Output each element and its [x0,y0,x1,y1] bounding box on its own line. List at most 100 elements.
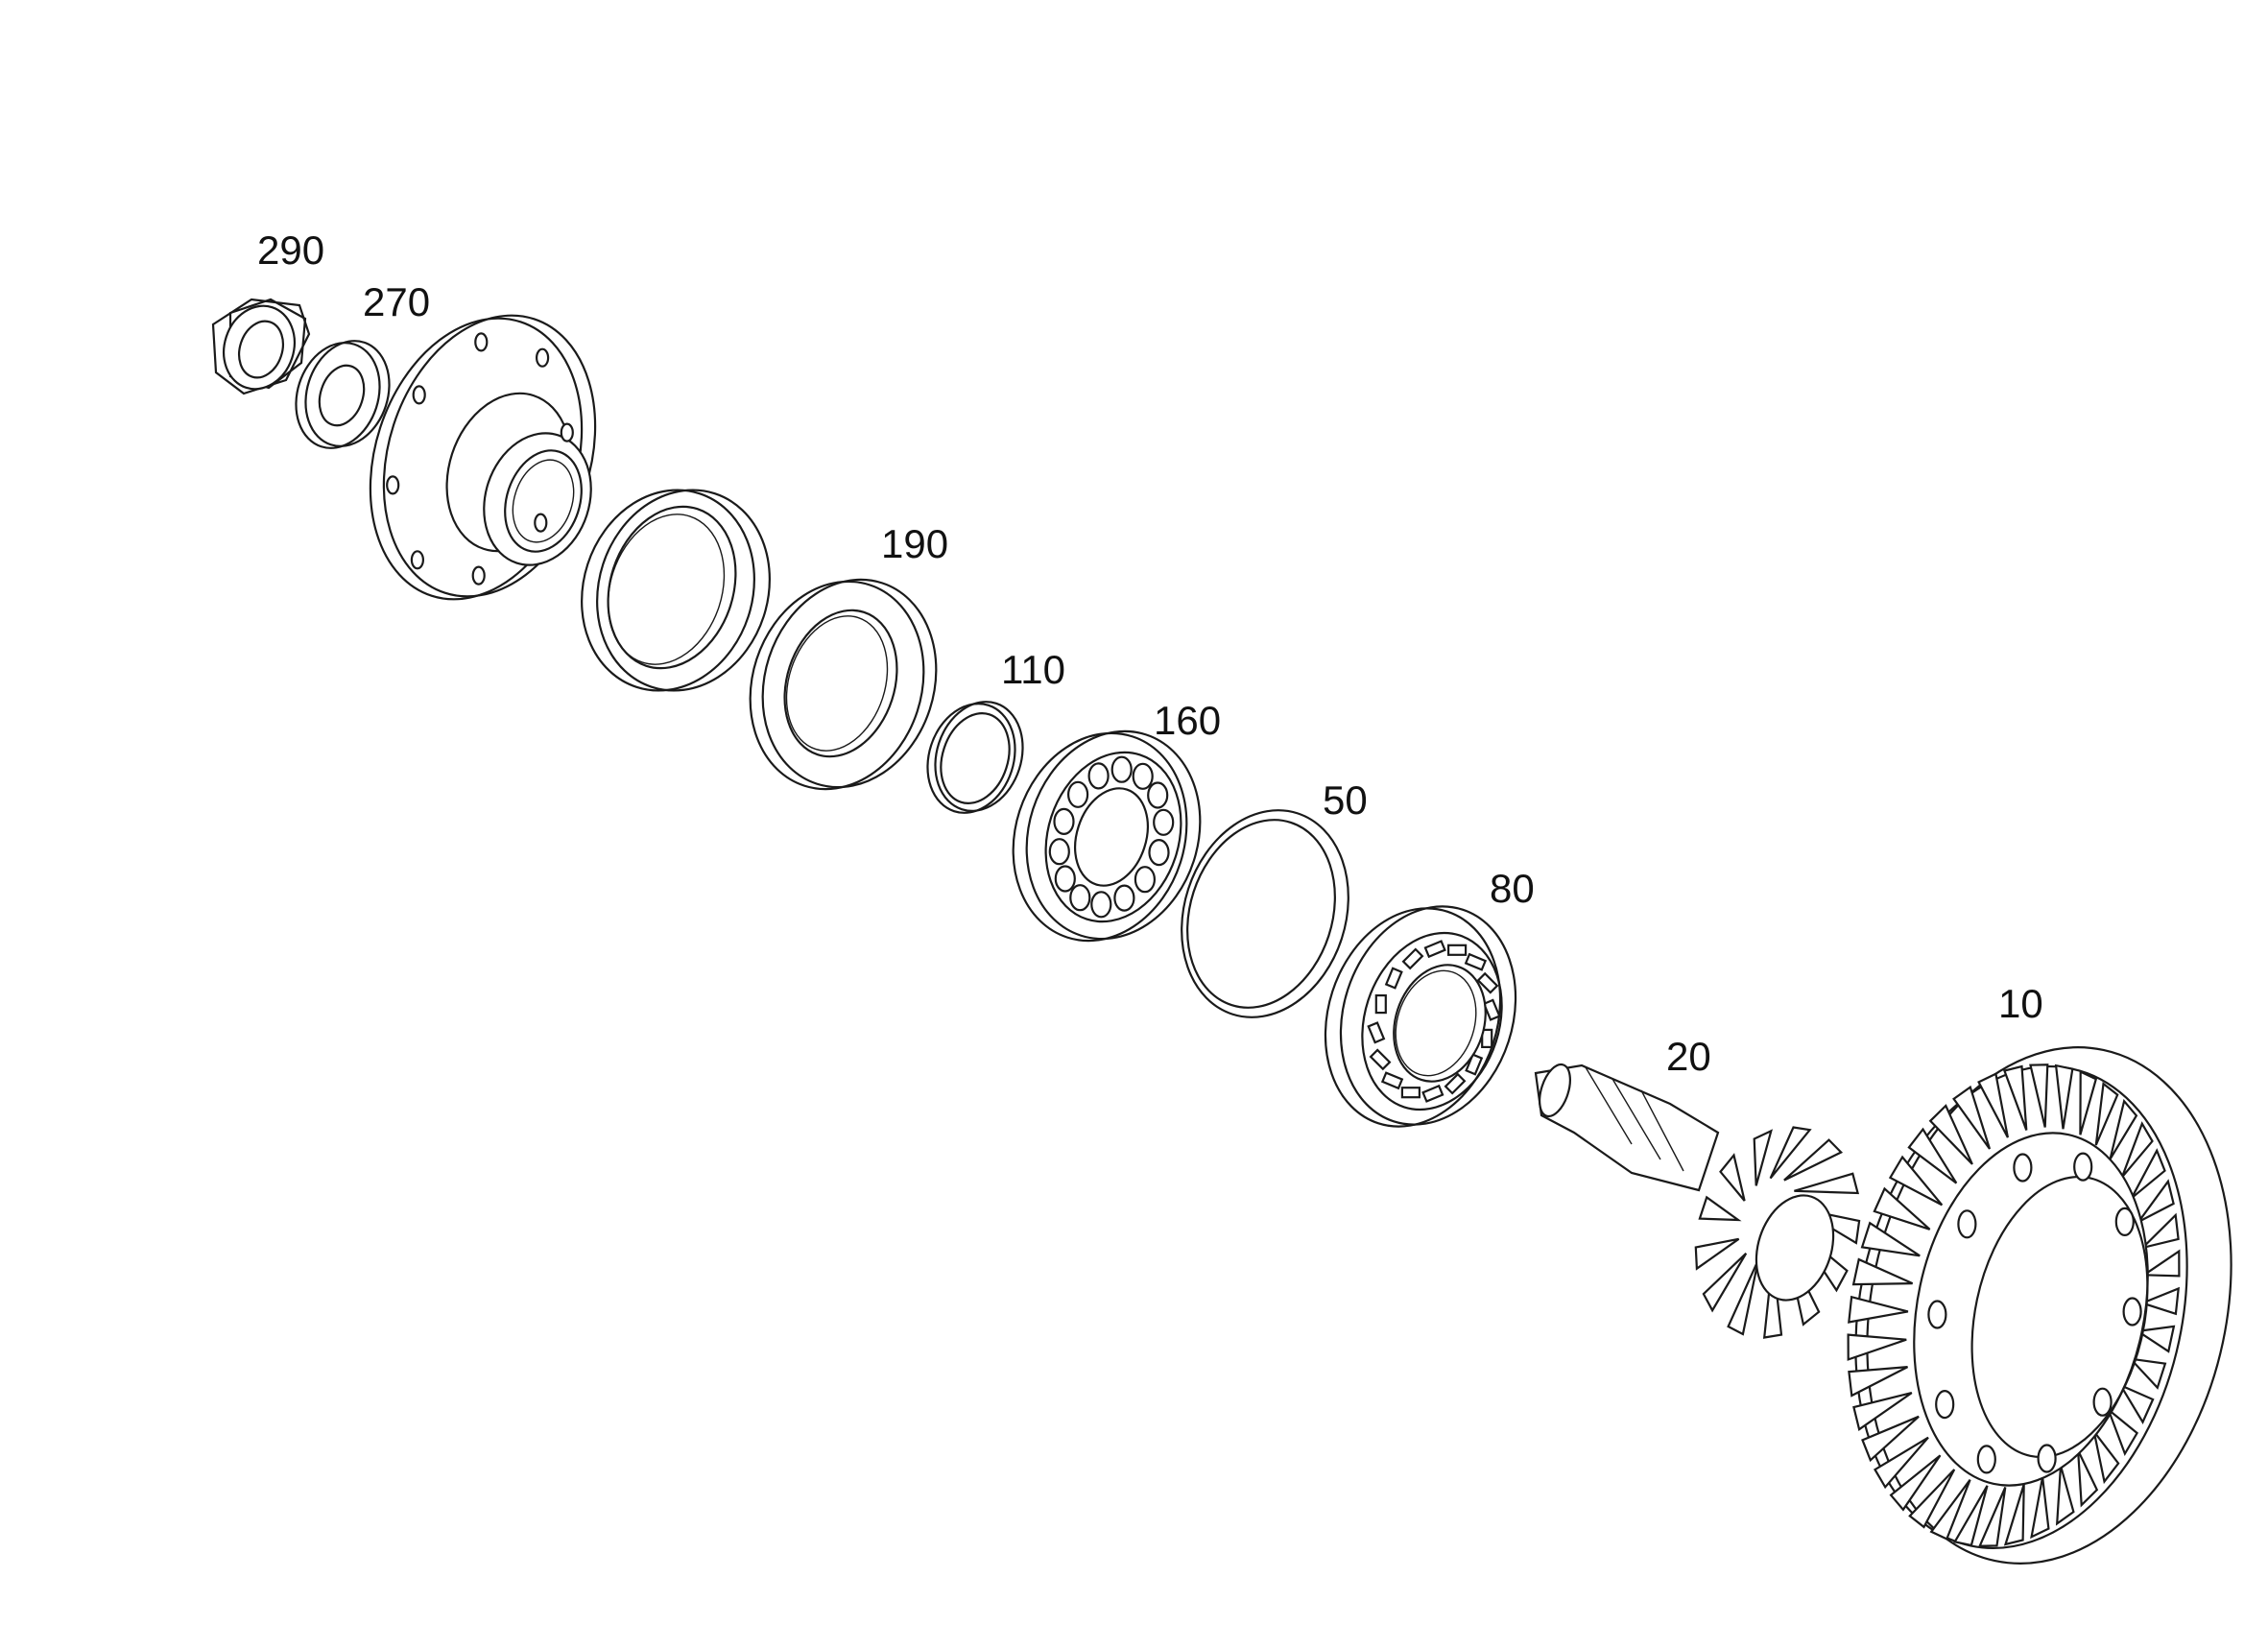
bearing-roller [1048,838,1070,866]
tapered-bearing-part [1324,905,1517,1128]
part-label-160: 160 [1154,698,1222,743]
crown-tooth [2077,1449,2099,1508]
taper-roller [1384,967,1403,990]
crown-tooth [2138,1212,2180,1250]
taper-roller [1423,940,1446,959]
flange-bolt-hole [535,347,550,368]
crown-tooth [2137,1179,2175,1223]
pinion-tooth [1727,1259,1759,1336]
taper-roller [1482,998,1501,1021]
part-label-190: 190 [881,521,949,566]
crown-tooth [1860,1221,1921,1257]
part-label-80: 80 [1490,866,1535,911]
crown-tooth [2002,1064,2028,1131]
crown-bolt-hole [2114,1207,2135,1237]
crown-tooth [2117,1382,2155,1424]
crown-tooth [1977,1072,2009,1138]
pinion-tooth [1719,1153,1746,1202]
bearing-roller [1069,884,1091,912]
crown-tooth [1847,1333,1907,1361]
crown-tooth [1873,1436,1929,1490]
part-label-290: 290 [257,227,325,273]
flange-bolt-hole [560,422,574,442]
crown-tooth [2055,1465,2075,1526]
flange-bolt-hole [534,513,548,533]
crown-bolt-hole [1927,1300,1947,1329]
crown-tooth [2130,1148,2166,1200]
taper-roller [1421,1084,1444,1103]
crown-tooth [1929,1479,1971,1541]
crown-tooth [1888,1155,1944,1207]
bevel-pinion-part [1534,1063,1861,1339]
bearing-roller [1087,762,1110,790]
taper-roller [1465,1053,1484,1076]
flange-bolt-hole [474,332,489,352]
crown-tooth [1908,1469,1956,1529]
bearing-roller [1054,865,1076,893]
crown-tooth [1889,1454,1942,1512]
taper-roller [1464,952,1488,971]
pinion-tooth [1769,1126,1812,1180]
crown-tooth [1848,1366,1909,1398]
bearing-roller [1066,780,1089,808]
crown-bolt-hole [2037,1444,2057,1473]
flange-bolt-hole [412,385,426,405]
spacer-sleeve-part [926,701,1024,814]
crown-bolt-hole [2013,1153,2033,1183]
part-label-10: 10 [1998,981,2043,1026]
flange-bolt-hole [410,550,424,570]
flange-bolt-hole [471,565,486,586]
crown-tooth [1952,1085,1992,1150]
part-label-110: 110 [1001,647,1065,692]
bearing-roller [1053,807,1075,836]
crown-tooth [2054,1063,2074,1130]
crown-tooth [2079,1069,2098,1135]
taper-roller [1369,1048,1392,1071]
pinion-tooth [1702,1253,1748,1313]
crown-tooth [2106,1406,2139,1457]
part-label-20: 20 [1666,1034,1711,1079]
bearing-roller [1153,808,1175,836]
crown-tooth [1861,1415,1920,1463]
crown-tooth [2109,1098,2138,1160]
crown-tooth [1978,1487,2007,1547]
part-label-270: 270 [363,279,431,324]
crown-bolt-hole [1976,1445,1996,1474]
crown-tooth [2092,1430,2120,1485]
crown-tooth [1852,1392,1913,1432]
crown-tooth [2030,1476,2050,1540]
taper-roller [1476,971,1499,994]
bearing-roller [1090,891,1112,919]
shim-ring-part [1181,809,1349,1018]
bearing-roller [1148,838,1170,867]
taper-roller [1374,993,1387,1015]
washer-part [295,340,391,449]
drive-flange-part [369,314,597,601]
taper-roller [1400,1087,1421,1099]
crown-bolt-hole [2122,1297,2142,1326]
crown-tooth [2120,1121,2154,1179]
bearing-roller [1134,866,1157,894]
crown-tooth [1928,1104,1973,1165]
part-label-50: 50 [1323,777,1368,823]
flange-bolt-hole [386,475,400,495]
crown-tooth [2029,1063,2049,1128]
taper-roller [1444,1072,1467,1095]
pinion-tooth [1694,1237,1740,1271]
crown-tooth [2138,1286,2180,1316]
crown-tooth [1952,1485,1989,1547]
seal-ring-part [749,578,938,791]
crown-wheel-part [1847,1046,2232,1565]
crown-tooth [2003,1484,2025,1546]
crown-tooth [2140,1249,2181,1278]
taper-roller [1401,947,1424,970]
hex-nut-part [211,298,311,395]
crown-tooth [2094,1082,2119,1146]
crown-bolt-hole [2073,1152,2093,1182]
taper-roller [1367,1021,1386,1044]
roller-bearing-part [1012,729,1202,943]
bearing-roller [1147,781,1169,809]
crown-bolt-hole [2092,1387,2113,1417]
